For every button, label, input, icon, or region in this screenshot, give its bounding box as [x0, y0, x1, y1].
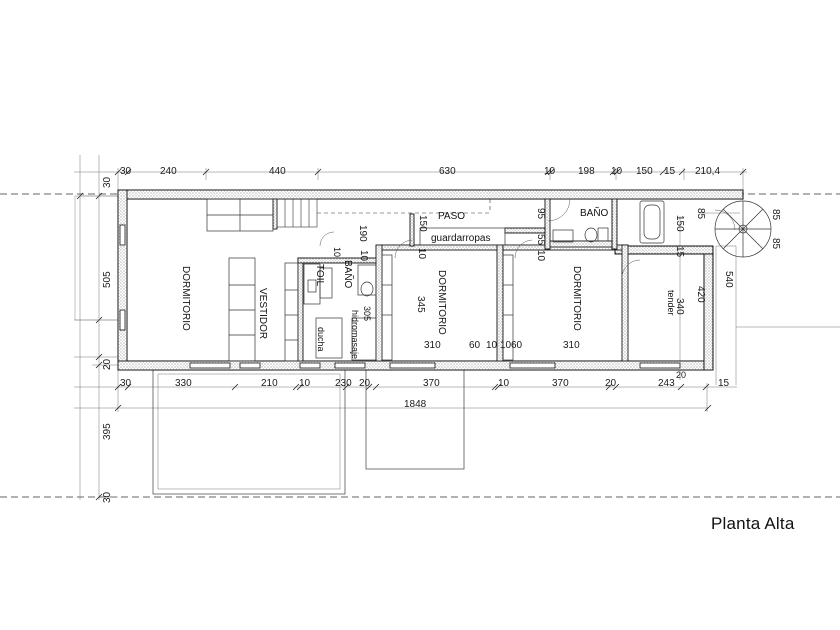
room-guardarropas: guardarropas — [431, 233, 490, 244]
dim-left-1: 505 — [102, 271, 113, 288]
plan-title: Planta Alta — [711, 514, 795, 533]
dim-95: 95 — [535, 208, 546, 220]
door-swings — [319, 198, 736, 279]
dim-190: 190 — [357, 225, 368, 242]
room-vestidor: VESTIDOR — [257, 288, 268, 339]
dim-bottom-3: 10 — [299, 378, 311, 389]
room-ducha: ducha — [316, 327, 326, 352]
dim-top-1: 240 — [160, 166, 177, 177]
dim-310b: 310 — [563, 340, 580, 351]
dim-left-3: 395 — [102, 423, 113, 440]
dim-150b: 150 — [674, 215, 685, 232]
room-bano-mid: BAÑO — [342, 260, 355, 289]
dim-bottom-9: 20 — [605, 378, 617, 389]
dim-top-4: 10 — [544, 166, 556, 177]
stair — [276, 198, 491, 228]
dim-bottom-7: 10 — [498, 378, 510, 389]
dim-60a: 60 — [469, 340, 481, 351]
dim-55: 55 — [535, 234, 546, 246]
dim-top-7: 150 — [636, 166, 653, 177]
room-tender: tender — [666, 290, 676, 316]
windows — [119, 224, 681, 369]
dim-60b: 60 — [511, 340, 523, 351]
dim-340: 340 — [674, 298, 685, 315]
dim-bottom-8: 370 — [552, 378, 569, 389]
dim-bottom-4: 230 — [335, 378, 352, 389]
dimensions-interior: 190 150 10 10 95 55 10 150 85 15 420 340… — [332, 208, 706, 351]
furniture — [206, 198, 665, 362]
dim-150: 150 — [417, 215, 428, 232]
dimensions-left: 30 505 20 395 30 — [102, 176, 113, 503]
dim-total: 1848 — [404, 399, 427, 410]
dim-top-9: 210,4 — [695, 166, 720, 177]
dim-10b: 10 — [358, 250, 369, 262]
dim-left-0: 30 — [102, 176, 113, 188]
dim-10f: 10 — [500, 340, 512, 351]
dim-top-3: 630 — [439, 166, 456, 177]
dim-bottom-2: 210 — [261, 378, 278, 389]
dim-10e: 10 — [486, 340, 498, 351]
room-dormitorio-2: DORMITORIO — [436, 270, 447, 335]
dim-305: 305 — [362, 306, 372, 321]
dim-bottom-6: 370 — [423, 378, 440, 389]
construction-lines — [74, 155, 840, 500]
dimensions-right: 85 85 540 — [723, 209, 781, 288]
dim-top-5: 198 — [578, 166, 595, 177]
dim-310a: 310 — [424, 340, 441, 351]
dimensions-bottom: 30 330 210 10 230 20 370 10 370 20 243 2… — [120, 370, 730, 410]
dim-top-8: 15 — [664, 166, 676, 177]
dim-right-1: 85 — [770, 238, 781, 250]
dim-bottom-5: 20 — [359, 378, 371, 389]
dim-right-0: 85 — [770, 209, 781, 221]
room-paso: PASO — [438, 211, 465, 222]
dim-top-2: 440 — [269, 166, 286, 177]
dim-bottom-11: 20 — [676, 370, 686, 380]
dim-10d: 10 — [535, 250, 546, 262]
dim-bottom-1: 330 — [175, 378, 192, 389]
dim-top-0: 30 — [120, 166, 132, 177]
room-dormitorio-1: DORMITORIO — [180, 266, 191, 331]
dim-bottom-0: 30 — [120, 378, 132, 389]
dimension-ticks — [76, 168, 747, 501]
dimensions-top: 30 240 440 630 10 198 10 150 15 210,4 — [120, 166, 720, 177]
dim-15: 15 — [674, 246, 685, 258]
dim-left-4: 30 — [102, 491, 113, 503]
dim-10c: 10 — [332, 247, 342, 257]
room-labels: PASO guardarropas BAÑO DORMITORIO VESTID… — [180, 206, 676, 359]
dim-bottom-10: 243 — [658, 378, 675, 389]
room-toil: TOIL — [314, 264, 325, 286]
dim-10a: 10 — [416, 248, 427, 260]
room-bano-top: BAÑO — [580, 206, 609, 219]
room-dormitorio-3: DORMITORIO — [571, 266, 582, 331]
dim-bottom-12: 15 — [718, 378, 730, 389]
spiral-stair — [714, 200, 772, 258]
room-hidromasaje: hidromasaje — [350, 310, 360, 359]
dim-left-2: 20 — [102, 358, 113, 370]
dim-85: 85 — [695, 208, 706, 220]
dim-420: 420 — [695, 286, 706, 303]
interior-walls — [272, 198, 629, 362]
dim-right-2: 540 — [723, 271, 734, 288]
dim-345: 345 — [415, 296, 426, 313]
terrace-outline — [74, 195, 465, 495]
dim-top-6: 10 — [611, 166, 623, 177]
